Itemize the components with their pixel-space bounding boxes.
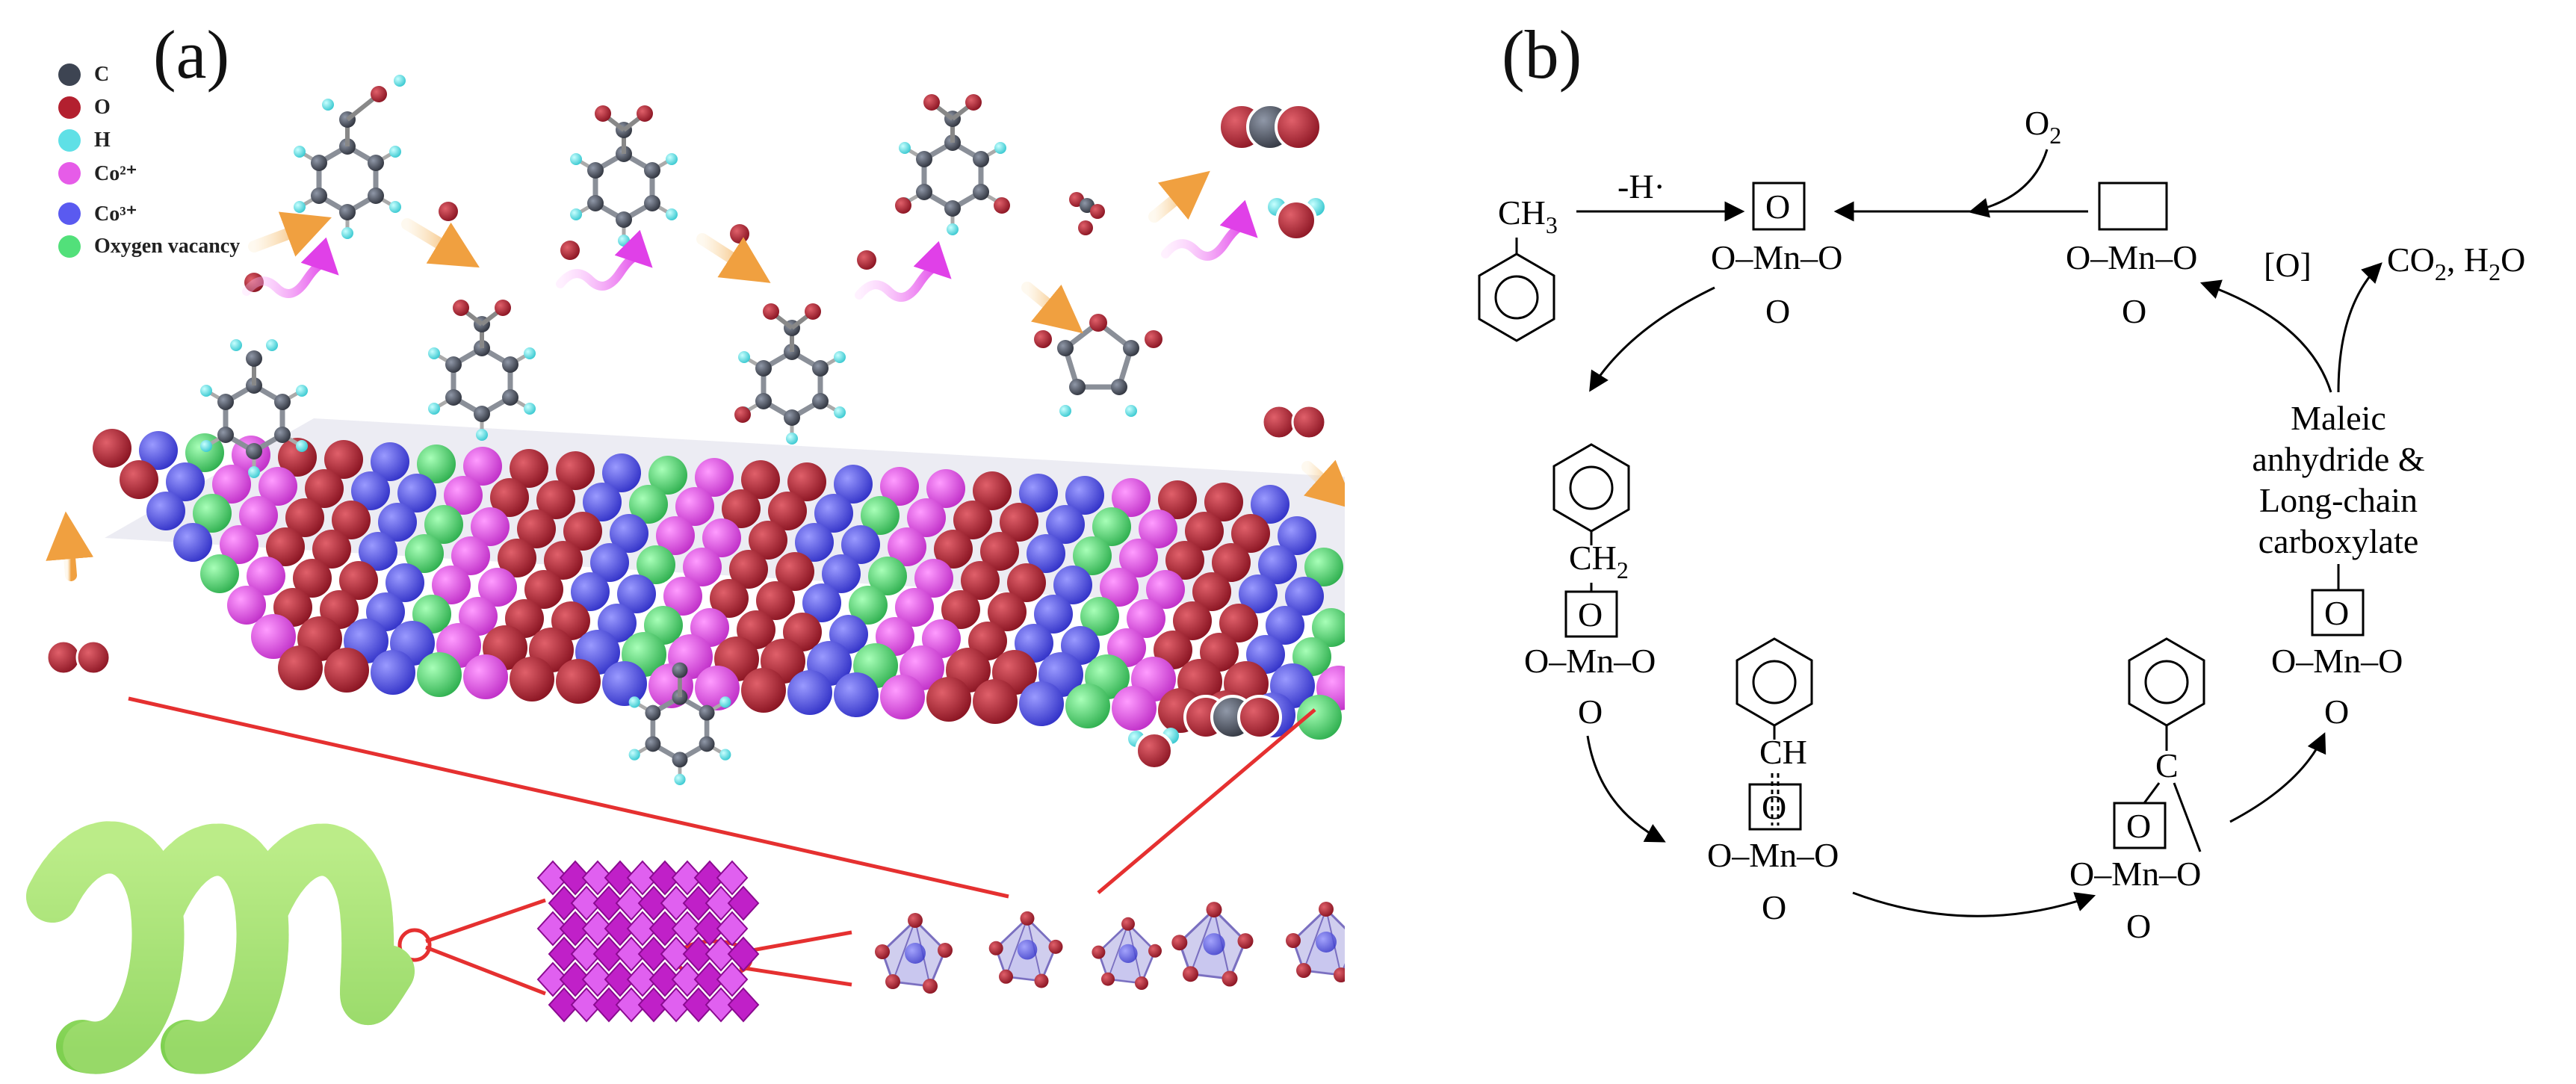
- water-molecule-bottom: [1128, 728, 1179, 770]
- intermediate-label: Maleic anhydride & Long-chain carboxylat…: [2252, 399, 2424, 560]
- svg-text:O–Mn–O: O–Mn–O: [1711, 238, 1842, 276]
- toluene-molecule: [200, 339, 308, 478]
- legend-item-co2plus: Co²⁺: [58, 157, 240, 190]
- oxygen-molecule-right: [1261, 404, 1327, 440]
- benzyl-alcohol-molecule: [294, 75, 406, 239]
- oxidant-label: [O]: [2264, 246, 2312, 284]
- svg-text:O–Mn–O: O–Mn–O: [2066, 238, 2197, 276]
- svg-text:O: O: [1762, 888, 1786, 926]
- toluene-adsorbed: [629, 662, 731, 785]
- panel-b-label: (b): [1502, 16, 1582, 93]
- svg-text:O: O: [1765, 188, 1790, 226]
- oxygen-vacancy-icon: [58, 235, 81, 258]
- benzaldehyde-molecule: [428, 300, 536, 441]
- svg-text:O: O: [2122, 292, 2146, 330]
- svg-text:CH2: CH2: [1569, 539, 1629, 583]
- h-abstraction-label: -H·: [1617, 167, 1665, 205]
- benzyl-intermediate: CH2 O O–Mn–O O: [1524, 443, 1656, 731]
- svg-text:Long-chain: Long-chain: [2259, 481, 2418, 519]
- pink-arrows: [242, 199, 1258, 302]
- legend-item-c: C: [58, 58, 240, 91]
- cobalt3-atom-icon: [58, 202, 81, 225]
- water-molecule-top: [1268, 198, 1325, 241]
- legend-item-o: O: [58, 91, 240, 124]
- benzoic-acid-molecule: [570, 105, 678, 247]
- oxygen-molecule-left: [46, 639, 111, 675]
- coordination-polyhedra: [873, 900, 1345, 995]
- legend-item-h: H: [58, 124, 240, 157]
- orange-arrows: [46, 170, 1345, 581]
- legend-item-co3plus: Co³⁺: [58, 197, 240, 230]
- co2-molecule-top: [1218, 103, 1322, 151]
- mn-site-vacancy: O–Mn–O O: [2066, 182, 2197, 330]
- element-legend: C O H Co²⁺ Co³⁺ Oxygen vacancy: [58, 58, 240, 263]
- svg-text:O: O: [2324, 693, 2349, 731]
- products-label: CO2, H2O: [2387, 241, 2525, 285]
- benzylidene-intermediate: CH O O–Mn–O O: [1707, 637, 1839, 926]
- maleic-anhydride-molecule: [1034, 314, 1162, 417]
- catalyst-slab: [93, 418, 1345, 740]
- svg-text:O: O: [1578, 595, 1603, 634]
- svg-text:O: O: [1765, 292, 1790, 330]
- svg-text:O–Mn–O: O–Mn–O: [2069, 855, 2201, 893]
- svg-text:O–Mn–O: O–Mn–O: [2271, 642, 2403, 680]
- svg-text:CH3: CH3: [1498, 193, 1558, 238]
- panel-a-label: (a): [153, 16, 230, 93]
- oxygen-atom-icon: [58, 96, 81, 119]
- svg-text:anhydride &: anhydride &: [2252, 440, 2424, 478]
- carbon-atom-icon: [58, 64, 81, 86]
- svg-text:CH: CH: [1759, 733, 1807, 771]
- panel-a-illustration: [26, 75, 1345, 1074]
- svg-text:carboxylate: carboxylate: [2258, 522, 2419, 560]
- svg-text:O: O: [1762, 788, 1786, 826]
- svg-text:O: O: [2126, 907, 2151, 945]
- legend-item-vacancy: Oxygen vacancy: [58, 230, 240, 263]
- toluene-structure: CH3: [1478, 193, 1558, 342]
- mn-site-right: O O–Mn–O O: [2271, 589, 2403, 731]
- svg-text:O: O: [1578, 693, 1603, 731]
- svg-text:O–Mn–O: O–Mn–O: [1524, 642, 1656, 680]
- svg-text:Maleic: Maleic: [2291, 399, 2386, 437]
- hydrogen-atom-icon: [58, 129, 81, 152]
- cobalt2-atom-icon: [58, 162, 81, 185]
- svg-text:O–Mn–O: O–Mn–O: [1707, 836, 1839, 874]
- benzoate-intermediate: C O O–Mn–O O: [2069, 637, 2205, 945]
- svg-text:C: C: [2155, 746, 2179, 784]
- small-co2: [1069, 192, 1105, 235]
- svg-text:O: O: [2324, 594, 2349, 632]
- crystal-block: [536, 860, 760, 1023]
- mn-site-oxo-top: O O–Mn–O O: [1711, 182, 1842, 330]
- catalytic-cycle: CH3 -H· O O–Mn–O O O2 O–Mn–O O: [1478, 104, 2525, 945]
- svg-text:O: O: [2126, 807, 2151, 845]
- co2-molecule-bottom: [1183, 695, 1282, 740]
- o2-label: O2: [2025, 104, 2061, 149]
- helix-nanostructure: [26, 821, 415, 1074]
- zoom-lines: [128, 696, 1316, 996]
- dihydroxybenzoic-molecule: [895, 94, 1010, 235]
- hydroxybenzoic-molecule: [734, 303, 846, 445]
